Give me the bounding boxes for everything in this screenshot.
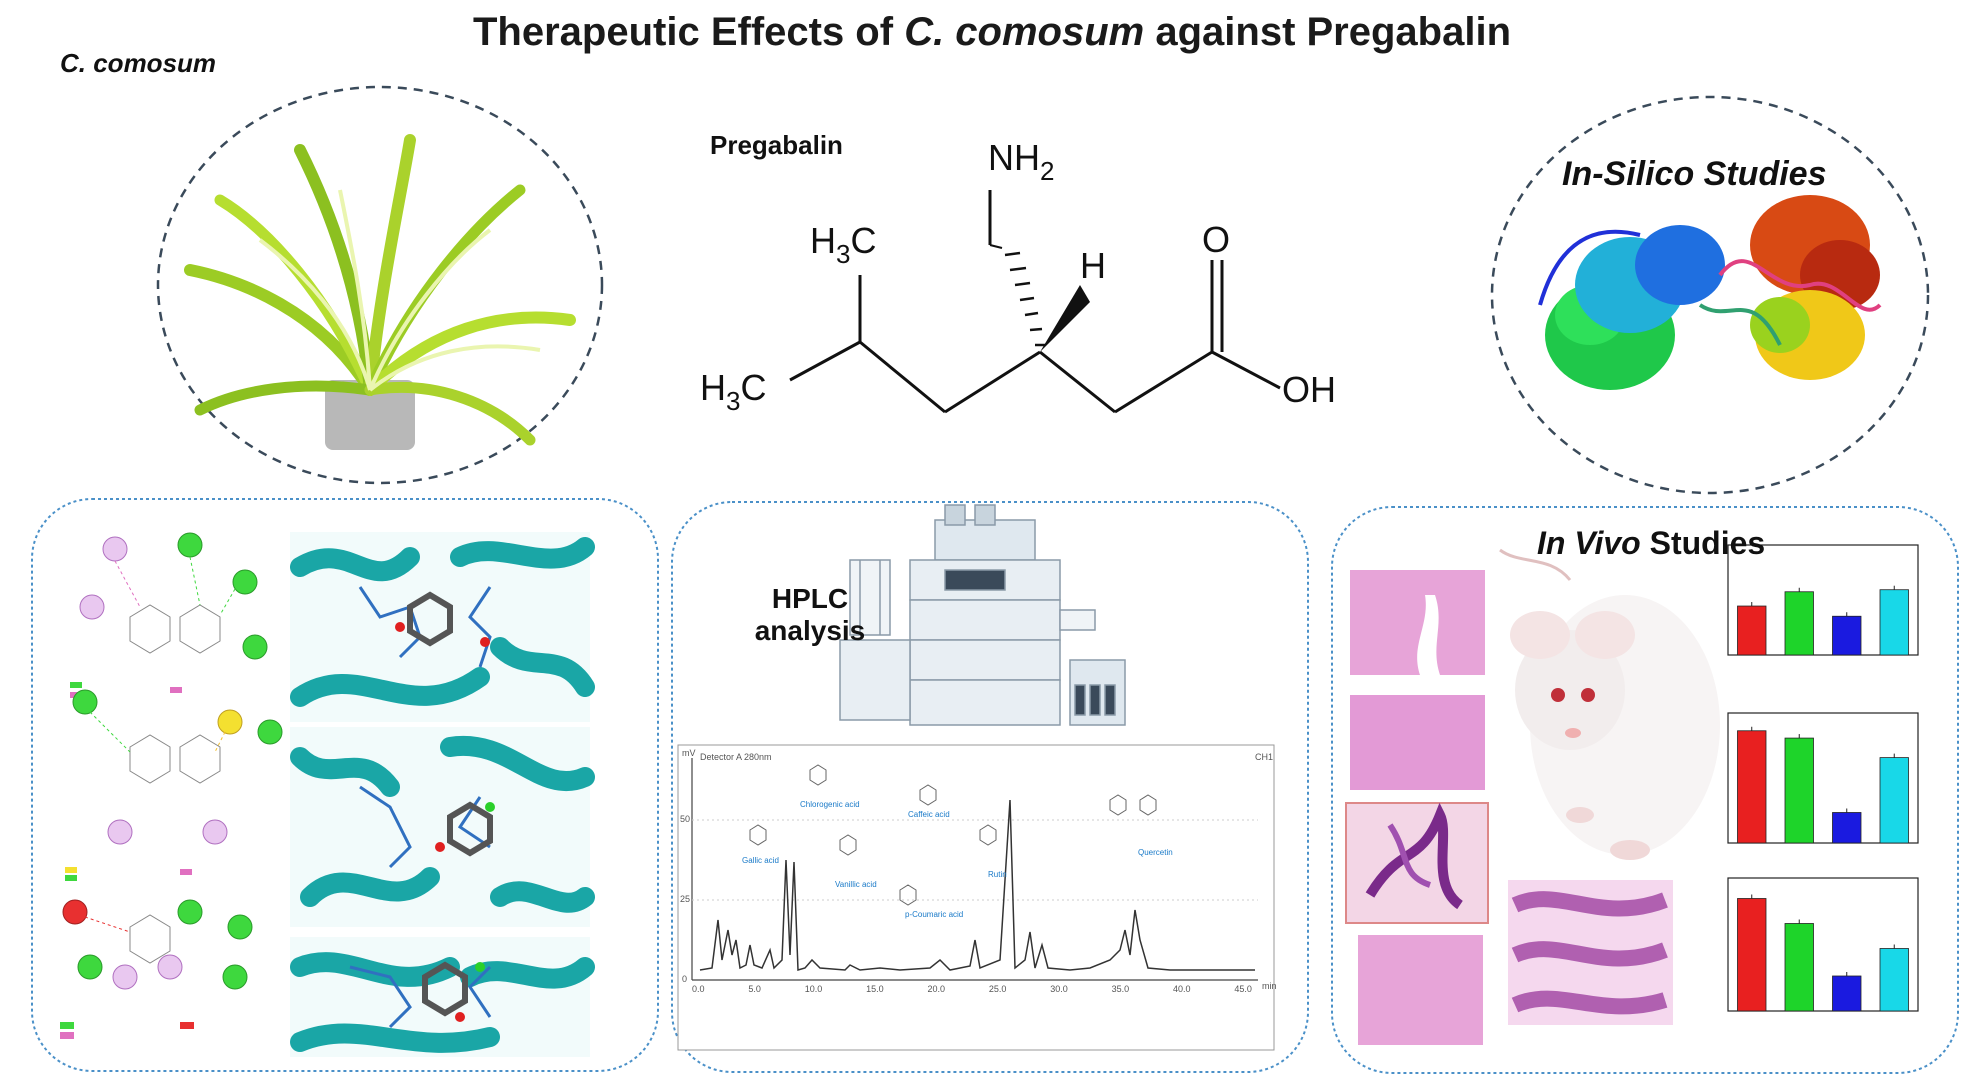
- bar-1-3: [1832, 615, 1862, 656]
- spider-plant-icon: [184, 134, 576, 450]
- page-title: Therapeutic Effects of C. comosum agains…: [472, 10, 1512, 54]
- docking-3d-images: [290, 532, 595, 1057]
- hplc-xunit: min: [1262, 981, 1277, 991]
- bar-1-1: [1737, 605, 1767, 656]
- hplc-channel: CH1: [1255, 752, 1274, 762]
- interaction-diagram-3: [60, 899, 253, 1039]
- bar-2-2: [1784, 737, 1814, 844]
- pregabalin-label: Pregabalin: [710, 130, 843, 160]
- bar-3-1: [1737, 898, 1767, 1012]
- compound-label: Caffeic acid: [908, 810, 950, 819]
- oh-atom: OH: [1282, 369, 1336, 410]
- nh2-atom: NH2: [988, 137, 1054, 186]
- interaction-diagram-1: [70, 532, 268, 698]
- pregabalin-structure: NH2 H3C H3C H O OH: [700, 137, 1336, 416]
- bar-2-4: [1879, 757, 1909, 844]
- compound-label: Vanillic acid: [835, 880, 877, 889]
- in-vivo-panel: [1331, 506, 1959, 1074]
- hplc-instrument-icon: [839, 504, 1126, 726]
- compound-label: Chlorogenic acid: [800, 800, 860, 809]
- compound-label: Quercetin: [1138, 848, 1173, 857]
- in-silico-panel: [1490, 95, 1930, 495]
- hplc-detector: Detector A 280nm: [700, 752, 772, 762]
- docking-panel: [31, 498, 659, 1072]
- ch3-top-atom: H3C: [810, 220, 876, 269]
- bar-chart-3: [1727, 877, 1919, 1012]
- hplc-ytick: 25: [680, 894, 691, 904]
- bar-1-4: [1879, 589, 1909, 656]
- bar-3-4: [1879, 948, 1909, 1012]
- title-species: C. comosum: [904, 10, 1145, 54]
- rat-icon: [1499, 548, 1720, 860]
- protein-structure-icon: [1538, 195, 1882, 390]
- interaction-diagram-2: [65, 689, 283, 881]
- compound-label: Rutin: [988, 870, 1007, 879]
- bar-3-3: [1832, 975, 1862, 1012]
- compound-label: Gallic acid: [742, 856, 779, 865]
- hplc-yunit: mV: [682, 748, 696, 758]
- o-atom: O: [1202, 219, 1230, 260]
- hplc-panel: [671, 501, 1309, 1073]
- bar-2-1: [1737, 730, 1767, 844]
- histology-images: [1345, 570, 1673, 1045]
- in-vivo-label: In Vivo Studies: [1537, 525, 1766, 561]
- ch3-bottom-atom: H3C: [700, 367, 766, 416]
- bar-2-3: [1832, 812, 1862, 844]
- plant-label: C. comosum: [60, 48, 217, 78]
- bar-1-2: [1784, 591, 1814, 656]
- bar-chart-1: [1727, 544, 1919, 656]
- hplc-ytick: 50: [680, 814, 691, 824]
- h-atom: H: [1080, 245, 1106, 286]
- bar-chart-2: [1727, 712, 1919, 844]
- compound-label: p-Coumaric acid: [905, 910, 964, 919]
- bar-3-2: [1784, 923, 1814, 1012]
- plant-panel: [156, 85, 604, 485]
- in-silico-label: In-Silico Studies: [1562, 155, 1827, 193]
- hplc-ytick: 0: [682, 974, 688, 984]
- chromatogram: [677, 744, 1275, 1051]
